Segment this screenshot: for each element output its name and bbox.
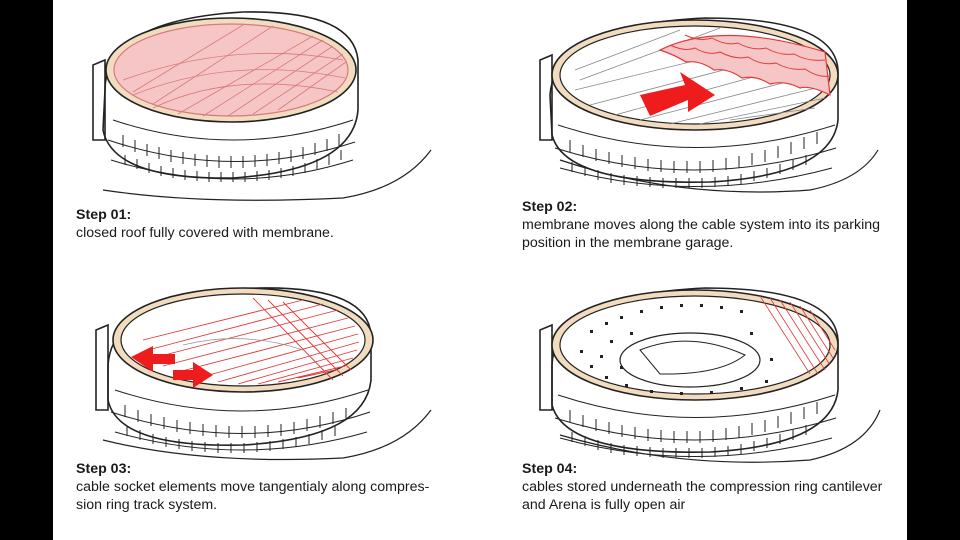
step-title: Step 03: (76, 461, 132, 477)
step-04-caption: Step 04: cables stored underneath the co… (522, 460, 907, 514)
step-01-caption: Step 01: closed roof fully covered with … (76, 206, 466, 242)
step-01-panel: Step 01: closed roof fully covered with … (53, 0, 480, 270)
arena-sketch-membrane-moving (539, 17, 879, 193)
step-description: cables stored underneath the compression… (522, 479, 883, 513)
red-arrow-icon (640, 72, 715, 116)
arena-sketch-open-air (539, 287, 881, 463)
red-arrow-icon (131, 346, 175, 372)
arena-sketch-cables-moving (95, 287, 432, 461)
step-04-panel: Step 04: cables stored underneath the co… (480, 270, 907, 540)
step-title: Step 04: (522, 461, 578, 477)
step-02-caption: Step 02: membrane moves along the cable … (522, 198, 907, 252)
step-description: cable socket elements move tangentialy a… (76, 479, 430, 513)
step-title: Step 01: (76, 207, 132, 223)
step-title: Step 02: (522, 199, 578, 215)
arena-sketch-closed-roof (92, 11, 432, 201)
step-description: closed roof fully covered with membrane. (76, 225, 334, 241)
step-03-panel: Step 03: cable socket elements move tang… (53, 270, 480, 540)
diagram-slide: Step 01: closed roof fully covered with … (53, 0, 907, 540)
step-description: membrane moves along the cable system in… (522, 217, 881, 251)
step-02-panel: Step 02: membrane moves along the cable … (480, 0, 907, 270)
red-arrow-icon (173, 362, 213, 388)
step-03-caption: Step 03: cable socket elements move tang… (76, 460, 476, 514)
